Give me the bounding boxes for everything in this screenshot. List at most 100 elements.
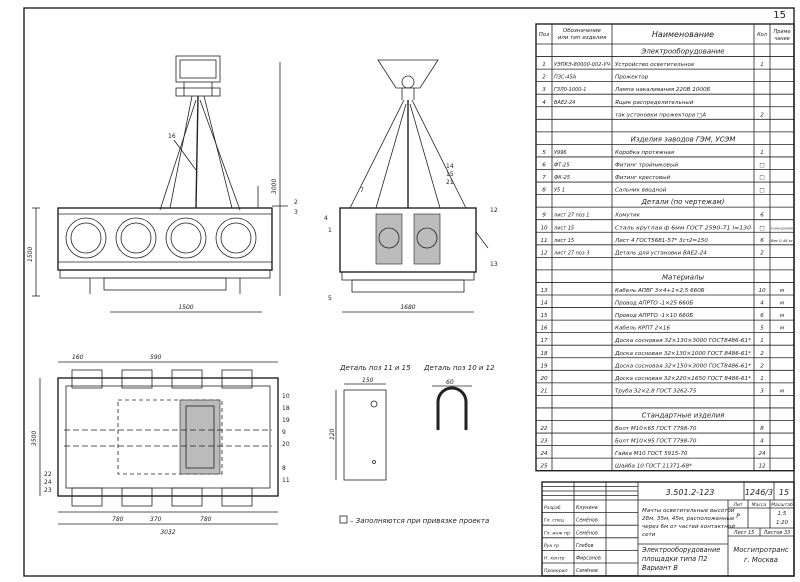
detail-10-12: Деталь поз 10 и 12 60	[423, 364, 495, 430]
spec-row-name: Деталь для установки ВАЕ2-24	[614, 250, 707, 256]
spec-row-code: лист 15	[553, 225, 574, 231]
tb-person-name: Фирсанов	[576, 556, 601, 562]
dim-60: 60	[446, 379, 454, 386]
spec-section-title: Детали (по чертежам)	[640, 198, 724, 206]
svg-text:23: 23	[44, 487, 52, 494]
spec-row-qty: 24	[758, 451, 766, 457]
tb-person-name: Клунина	[576, 505, 598, 511]
spec-row-qty: □	[759, 163, 764, 169]
spec-row-pos: 19	[540, 363, 548, 369]
svg-text:1: 1	[328, 227, 332, 234]
spec-row-code: ФК-25	[554, 175, 570, 181]
spec-row-name: Лист 4 ГОСТ5681-57* 3ст2=150	[614, 238, 708, 244]
tb-person-role: Рук гр	[544, 543, 559, 549]
svg-text:16: 16	[168, 133, 176, 140]
svg-text:3: 3	[294, 209, 298, 216]
spec-row-pos: 23	[540, 439, 548, 445]
tb-mass-header: Масса	[752, 502, 767, 508]
spec-row-qty: 6	[760, 213, 764, 219]
spec-row-name: Труба 32×2,8 ГОСТ 3262-75	[615, 388, 697, 394]
spec-section-title: Стандартные изделия	[642, 412, 725, 420]
spec-row-code: УЭПКЭ-80000-002-УЧ	[554, 62, 611, 68]
tb-title-4: сети	[642, 532, 656, 538]
spec-row-pos: 18	[540, 351, 548, 357]
svg-text:22: 22	[44, 471, 52, 478]
side-elevation: 14 15 21 12 13 4 1 5 7 1680	[324, 59, 498, 313]
tb-person-role: Гл. инж пр	[544, 530, 570, 536]
dim-150: 150	[362, 377, 374, 384]
dim-plan-width: 3032	[160, 529, 175, 536]
spec-row-pos: 24	[540, 451, 548, 457]
tb-subtitle-2: площадки типа П2	[642, 555, 707, 563]
front-elevation: 16 2 3 1500 3000 1500	[27, 55, 298, 313]
spec-row-pos: 4	[542, 100, 546, 106]
spec-row-pos: 21	[540, 388, 547, 394]
spec-row-qty: □	[759, 175, 764, 181]
spec-row-note: м	[780, 301, 785, 307]
spec-row-pos: 20	[540, 376, 548, 382]
tb-scale2: 1:20	[776, 520, 789, 526]
tb-title-2: 28м, 35м, 45м, расположенные	[642, 516, 735, 522]
spec-row-code: ПЗС-45А	[554, 75, 577, 81]
dim-height-main: 3000	[271, 179, 278, 194]
dim-780b: 780	[200, 516, 212, 523]
spec-row-qty: 2	[760, 351, 764, 357]
tb-subtitle-1: Электрооборудование	[641, 546, 720, 554]
tb-org-1: Мосгипротранс	[733, 546, 789, 554]
spec-row-name: Устройство осветительное	[615, 62, 695, 68]
spec-header-note-2: чание	[774, 36, 790, 42]
spec-row-qty: 1	[760, 376, 764, 382]
tb-person-role: Н. контр	[544, 556, 565, 562]
page-number: 15	[773, 10, 786, 21]
svg-text:13: 13	[490, 261, 498, 268]
spec-row-pos: 14	[540, 301, 548, 307]
spec-row-name: Доска сосновая 32×130×1000 ГОСТ 8486-61*	[614, 351, 751, 357]
spec-row-name: Провод АПРТО -1×10 660Б	[615, 313, 693, 319]
tb-sheet-label: Лист 15	[733, 530, 755, 536]
spec-header-qty: Кол	[757, 32, 768, 38]
svg-text:15: 15	[446, 171, 454, 178]
spec-row-code: У996	[554, 150, 567, 156]
svg-text:20: 20	[282, 441, 290, 448]
spec-header-note: Приме	[773, 29, 790, 35]
spec-row-name: Болт М10×95 ГОСТ 7798-70	[615, 439, 697, 445]
spec-row-name: так установки прожектора □А	[615, 112, 706, 118]
spec-row-pos: 3	[542, 87, 546, 93]
spec-row-pos: 25	[540, 464, 548, 470]
svg-text:4: 4	[324, 215, 328, 222]
detail-11-15-title: Деталь поз 11 и 15	[339, 364, 411, 372]
spec-row-pos: 6	[542, 163, 546, 169]
spec-row-qty: 1	[760, 150, 764, 156]
detail-11-15: Деталь поз 11 и 15 150 120	[329, 364, 411, 481]
tb-person-name: Семёнов	[576, 568, 598, 574]
legend-text: – Заполняются при привязке проекта	[350, 517, 489, 525]
sheet-num: 15	[779, 488, 789, 497]
spec-row-name: Гайка М10 ГОСТ 5915-70	[615, 451, 688, 457]
spec-row-qty: 2	[760, 250, 764, 256]
spec-row-pos: 1	[542, 62, 546, 68]
spec-row-qty: 5	[760, 326, 764, 332]
spec-row-name: Доска сосновая 32×150×3000 ГОСТ8486-61*	[614, 363, 751, 369]
dim-590: 590	[150, 354, 162, 361]
spec-row-name: Фитинг тройниковый	[615, 163, 678, 169]
spec-row-name: Коробка протяжная	[615, 150, 675, 156]
dim-780: 780	[112, 516, 124, 523]
svg-text:5: 5	[328, 295, 332, 302]
legend-box	[339, 515, 348, 524]
spec-row-pos: 12	[540, 250, 548, 256]
spec-row-name: Лампа накаливания 220В 1000Б	[614, 87, 711, 93]
tb-subtitle-3: Вариант В	[642, 564, 678, 572]
tb-person-name: Семёнов	[576, 530, 598, 536]
spec-row-qty: 1	[760, 62, 764, 68]
tb-stage: Р	[736, 513, 740, 520]
detail-10-12-title: Деталь поз 10 и 12	[423, 364, 495, 372]
dim-plan-height: 3500	[31, 431, 38, 446]
spec-row-note: м	[780, 388, 785, 394]
spec-row-note: Кол и длину опред при привязке	[771, 226, 793, 230]
plan-floodlights	[71, 369, 253, 507]
spec-row-pos: 15	[540, 313, 548, 319]
tb-title-1: Мачты осветительные высотой	[642, 508, 735, 514]
sheet-code: 3.501.2-123	[666, 488, 715, 497]
